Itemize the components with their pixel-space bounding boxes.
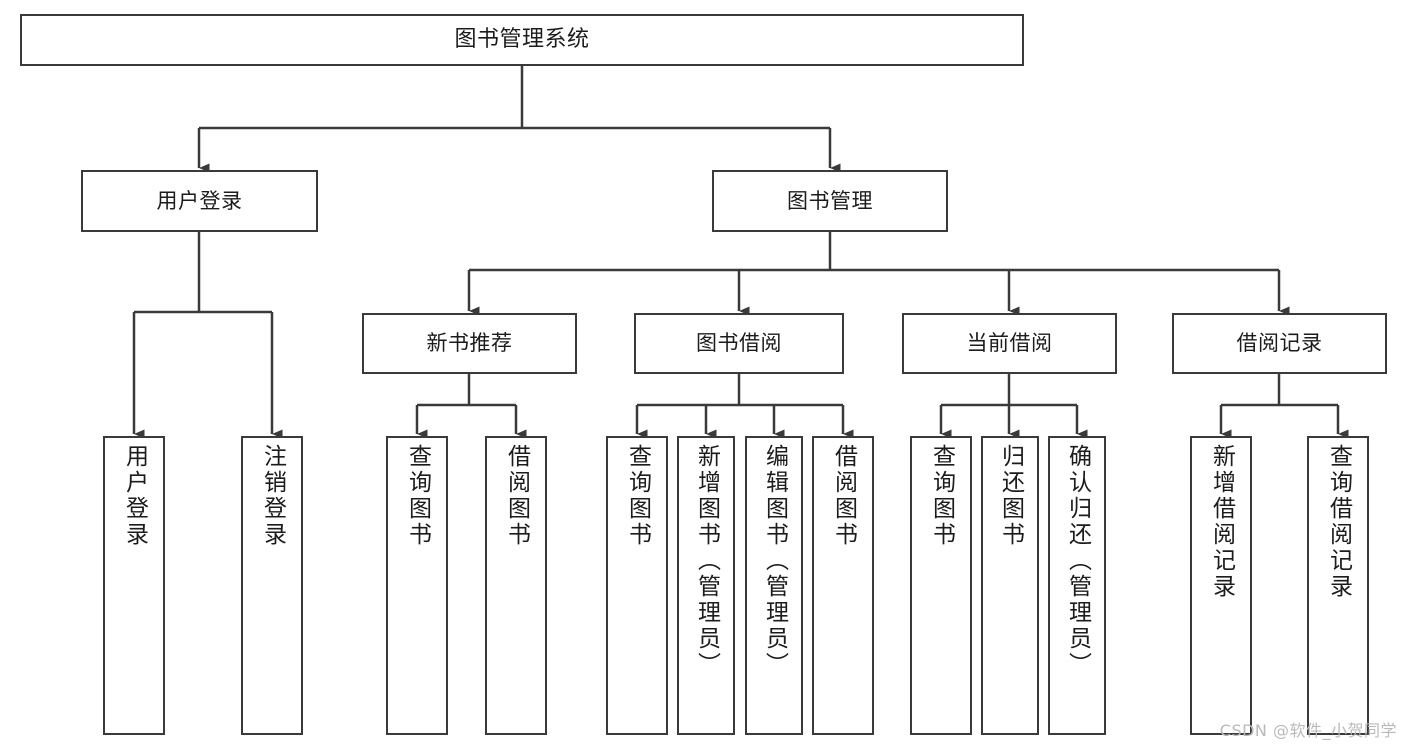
node-leaf-edit-book-label: 编辑图书（管理员） bbox=[761, 444, 788, 678]
node-leaf-user-login[interactable]: 用户登录 bbox=[103, 436, 165, 735]
node-current-borrow-label: 当前借阅 bbox=[966, 331, 1053, 356]
node-leaf-borrow-book-1-label: 借阅图书 bbox=[503, 444, 530, 548]
node-book-borrow[interactable]: 图书借阅 bbox=[634, 313, 844, 374]
node-leaf-query-book-3-label: 查询图书 bbox=[928, 444, 955, 548]
node-new-book-recommend-label: 新书推荐 bbox=[426, 331, 513, 356]
node-leaf-user-logout-label: 注销登录 bbox=[259, 444, 286, 548]
node-leaf-edit-book[interactable]: 编辑图书（管理员） bbox=[745, 436, 803, 735]
node-book-manage-label: 图书管理 bbox=[787, 188, 873, 213]
node-current-borrow[interactable]: 当前借阅 bbox=[902, 313, 1117, 374]
node-leaf-query-book-2-label: 查询图书 bbox=[624, 444, 651, 548]
node-leaf-borrow-book-1[interactable]: 借阅图书 bbox=[485, 436, 547, 735]
node-borrow-record[interactable]: 借阅记录 bbox=[1172, 313, 1387, 374]
node-new-book-recommend[interactable]: 新书推荐 bbox=[362, 313, 577, 374]
node-leaf-user-logout[interactable]: 注销登录 bbox=[241, 436, 303, 735]
node-leaf-return-book[interactable]: 归还图书 bbox=[981, 436, 1039, 735]
node-leaf-query-record[interactable]: 查询借阅记录 bbox=[1307, 436, 1369, 735]
node-borrow-record-label: 借阅记录 bbox=[1236, 331, 1323, 356]
node-leaf-borrow-book-2-label: 借阅图书 bbox=[830, 444, 857, 548]
node-user-login-label: 用户登录 bbox=[156, 188, 243, 213]
node-leaf-confirm-return[interactable]: 确认归还（管理员） bbox=[1048, 436, 1106, 735]
node-leaf-confirm-return-label: 确认归还（管理员） bbox=[1064, 444, 1091, 678]
node-leaf-add-book-label: 新增图书（管理员） bbox=[693, 444, 720, 678]
node-leaf-add-record[interactable]: 新增借阅记录 bbox=[1190, 436, 1252, 735]
node-book-manage[interactable]: 图书管理 bbox=[712, 170, 948, 232]
csdn-watermark: CSDN @软件_小贺同学 bbox=[1219, 721, 1397, 740]
node-leaf-query-book-3[interactable]: 查询图书 bbox=[910, 436, 972, 735]
node-user-login[interactable]: 用户登录 bbox=[81, 170, 318, 232]
node-leaf-user-login-label: 用户登录 bbox=[121, 444, 148, 548]
node-leaf-query-book-1-label: 查询图书 bbox=[404, 444, 431, 548]
node-root-label: 图书管理系统 bbox=[454, 27, 590, 53]
node-book-borrow-label: 图书借阅 bbox=[696, 331, 782, 356]
node-leaf-add-record-label: 新增借阅记录 bbox=[1208, 444, 1235, 600]
node-leaf-query-book-2[interactable]: 查询图书 bbox=[606, 436, 668, 735]
node-leaf-query-record-label: 查询借阅记录 bbox=[1325, 444, 1352, 600]
node-leaf-return-book-label: 归还图书 bbox=[997, 444, 1024, 548]
node-leaf-query-book-1[interactable]: 查询图书 bbox=[386, 436, 448, 735]
node-leaf-borrow-book-2[interactable]: 借阅图书 bbox=[812, 436, 874, 735]
node-leaf-add-book[interactable]: 新增图书（管理员） bbox=[677, 436, 735, 735]
node-root-book-management-system[interactable]: 图书管理系统 bbox=[20, 14, 1024, 66]
